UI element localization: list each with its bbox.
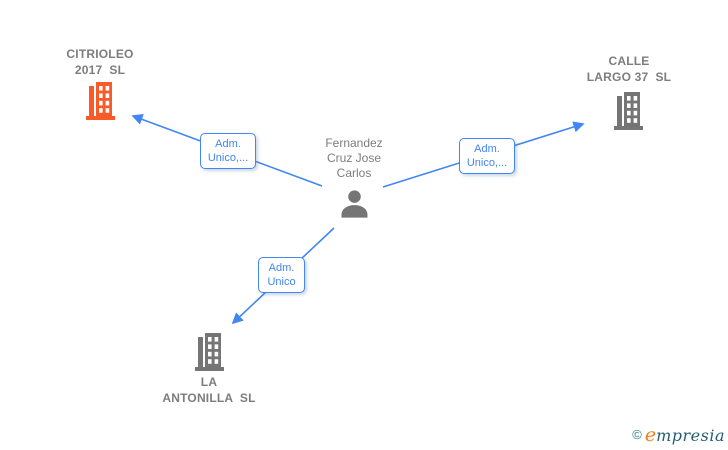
company-label-citrioleo[interactable]: CITRIOLEO 2017 SL <box>66 47 134 77</box>
brand-letter-e: e <box>644 424 657 446</box>
person-label-fernandez-cruz[interactable]: Fernandez Cruz Jose Carlos <box>325 136 383 180</box>
company-label-la-antonilla[interactable]: LA ANTONILLA SL <box>162 375 256 405</box>
person-icon[interactable] <box>337 186 372 223</box>
building-icon[interactable] <box>86 82 115 120</box>
copyright-icon: © <box>632 427 642 442</box>
brand-name-rest: mpresia <box>656 426 725 445</box>
empresia-logo[interactable]: ©empresia <box>632 424 725 446</box>
edge-label-adm-unico-calle-largo[interactable]: Adm. Unico,... <box>459 138 515 174</box>
edge-label-adm-unico-citrioleo[interactable]: Adm. Unico,... <box>200 133 256 169</box>
building-icon[interactable] <box>195 333 224 371</box>
edge-label-adm-unico-la-antonilla[interactable]: Adm. Unico <box>258 257 305 293</box>
company-label-calle-largo[interactable]: CALLE LARGO 37 SL <box>586 54 672 84</box>
building-icon[interactable] <box>614 92 643 130</box>
